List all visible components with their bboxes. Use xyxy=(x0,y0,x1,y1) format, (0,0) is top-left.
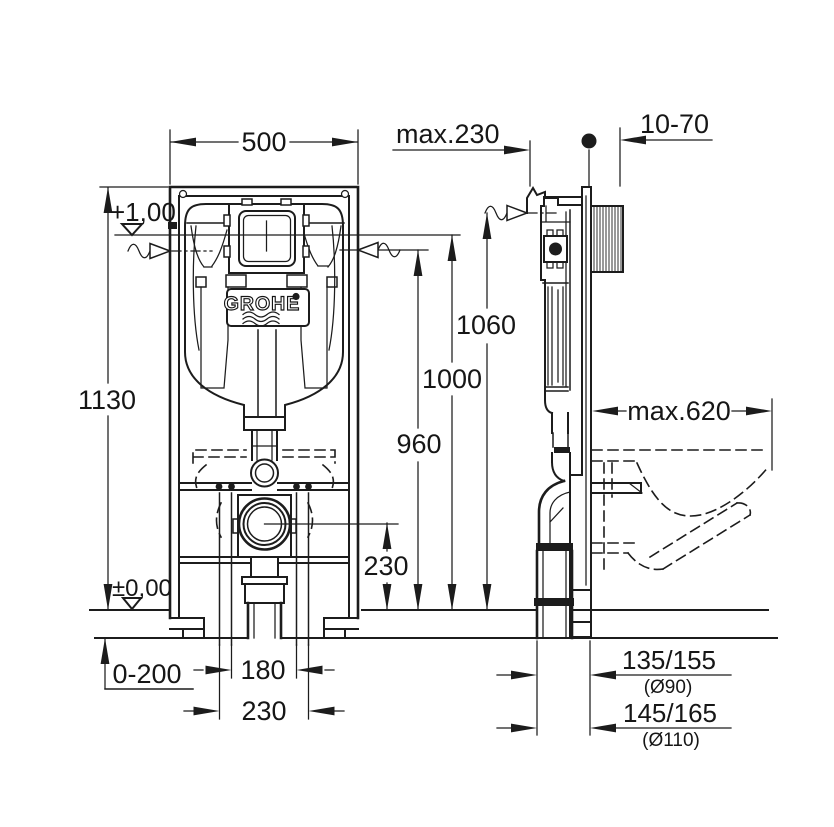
level-triangle xyxy=(120,597,144,611)
supply-height-front-label: 960 xyxy=(396,429,441,459)
drain-offset-110-label: 145/165 xyxy=(623,698,717,728)
supply-arrow-front-right xyxy=(339,241,429,259)
dim-drain-center-height: 230 xyxy=(263,522,409,611)
registered-mark-dot xyxy=(292,292,300,301)
datum-zero: ±0,00 xyxy=(112,575,172,611)
brand-label: GROHE xyxy=(224,293,301,315)
drain-outlet xyxy=(232,494,297,640)
dim-supply-height-front: 960 xyxy=(396,249,442,611)
frame-width-label: 500 xyxy=(241,127,286,157)
dim-rod-spacing-inner: 180 xyxy=(193,644,335,685)
supply-arrow-side xyxy=(484,204,561,222)
grohe-logo: GROHE xyxy=(223,288,310,327)
logo-waves xyxy=(242,311,280,327)
actuator-height-label: 1000 xyxy=(422,364,482,394)
dim-bowl-depth: max.620 xyxy=(592,396,773,471)
dim-wall-finish: 10-70 xyxy=(588,109,713,187)
drain-offset-90-label: 135/155 xyxy=(622,645,716,675)
fixing-bolt xyxy=(228,483,235,490)
dim-floor-buildup: 0-200 xyxy=(100,637,194,690)
dim-actuator-height: 1000 xyxy=(422,234,482,611)
frame-depth-label: max.230 xyxy=(396,119,500,149)
frame-foot-right xyxy=(323,617,359,630)
drain-offset-90-pipe-label: (Ø90) xyxy=(644,677,693,698)
front-view: GROHE xyxy=(168,185,360,646)
side-drain-bend xyxy=(534,390,574,640)
fixing-bolt xyxy=(215,483,223,490)
dim-frame-depth: max.230 xyxy=(392,119,531,187)
dimensions: 500 1130 +1,00 ±0,00 xyxy=(78,109,773,751)
dim-drain-offset-110: 145/165 (Ø110) xyxy=(496,698,732,751)
plate-level-label: +1,00 xyxy=(110,197,176,227)
flush-pipe xyxy=(243,416,286,488)
drain-center-height-label: 230 xyxy=(363,551,408,581)
dim-frame-width: 500 xyxy=(169,127,359,185)
fixing-rods xyxy=(218,492,310,646)
wc-fixing-rod xyxy=(590,482,643,494)
wall-axis-dot xyxy=(581,133,597,149)
frame-height-label: 1130 xyxy=(78,385,136,415)
actuator-opening xyxy=(195,198,338,288)
floor-lines xyxy=(89,609,778,639)
fixing-bolt xyxy=(305,483,312,490)
side-frame-profile xyxy=(540,196,583,392)
supply-arrowhead xyxy=(149,242,173,260)
supply-arrowhead xyxy=(506,204,530,222)
dim-supply-height-side: 1060 xyxy=(456,212,516,611)
supply-height-side-label: 1060 xyxy=(456,310,516,340)
fixing-bolt xyxy=(293,483,300,490)
supply-arrowhead xyxy=(355,241,379,259)
dim-rod-spacing-outer: 230 xyxy=(183,644,345,726)
dim-frame-height: 1130 xyxy=(78,186,169,611)
dim-drain-offset-90: 135/155 (Ø90) xyxy=(496,640,732,736)
bowl-depth-label: max.620 xyxy=(627,396,731,426)
wc-bowl-dashed xyxy=(591,449,771,574)
cistern xyxy=(184,203,345,418)
wall-finish-label: 10-70 xyxy=(640,109,709,139)
floor-level-label: ±0,00 xyxy=(112,575,172,602)
floor-buildup-label: 0-200 xyxy=(112,659,181,689)
wall-bracket xyxy=(526,186,583,214)
side-fixing-screw xyxy=(549,242,562,256)
side-view xyxy=(526,133,771,640)
datum-plus-100: +1,00 xyxy=(110,197,461,237)
rod-spacing-outer-label: 230 xyxy=(241,696,286,726)
frame-foot-left xyxy=(169,617,205,630)
rod-spacing-inner-label: 180 xyxy=(240,655,285,685)
rail-clip xyxy=(168,222,177,229)
level-triangle xyxy=(119,223,145,237)
wall-anchor-boss xyxy=(590,205,624,273)
supply-arrow-front-left xyxy=(127,242,213,260)
drain-offset-110-pipe-label: (Ø110) xyxy=(642,730,700,751)
